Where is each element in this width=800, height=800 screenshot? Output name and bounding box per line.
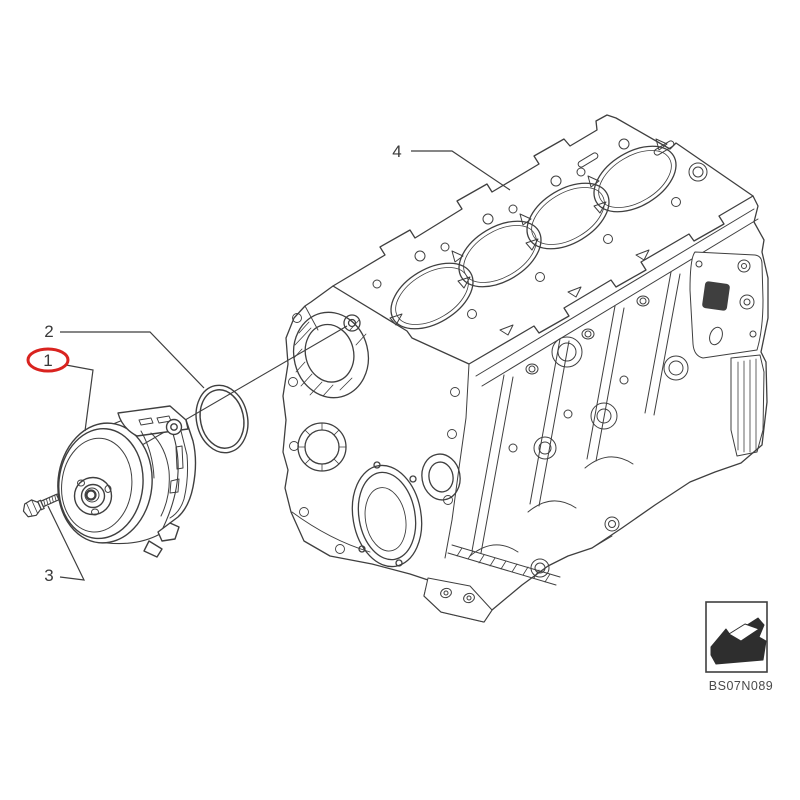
callout-3-number: 3 (44, 566, 53, 585)
crankcase-side-details (423, 261, 706, 623)
callout-2-leader (60, 331, 205, 389)
engine-block-drawing (282, 114, 769, 623)
callout-3-leader (47, 505, 86, 581)
bolt-drawing (22, 493, 60, 518)
callout-1-leader (65, 364, 94, 432)
cylinder-bores (390, 145, 677, 330)
drawing-code: BS07N089 (709, 679, 773, 693)
callout-1-highlight-ellipse (26, 347, 70, 373)
callout-2[interactable]: 2 (44, 322, 205, 389)
pump-hub (73, 476, 113, 516)
callout-1[interactable]: 1 (26, 347, 94, 432)
callout-1-number: 1 (43, 351, 52, 370)
callout-2-number: 2 (44, 322, 53, 341)
view-direction-box (705, 601, 768, 673)
direction-arrow-top-face (728, 623, 760, 642)
callout-4-number: 4 (392, 142, 401, 161)
callout-3[interactable]: 3 (44, 505, 86, 585)
o-ring-drawing (195, 384, 249, 454)
right-end-details (689, 251, 765, 457)
callout-4-leader (411, 150, 511, 191)
callout-4[interactable]: 4 (392, 142, 511, 191)
water-pump-drawing (57, 405, 197, 558)
callouts: 1 2 3 4 (26, 142, 511, 585)
timing-face-details (288, 305, 461, 568)
